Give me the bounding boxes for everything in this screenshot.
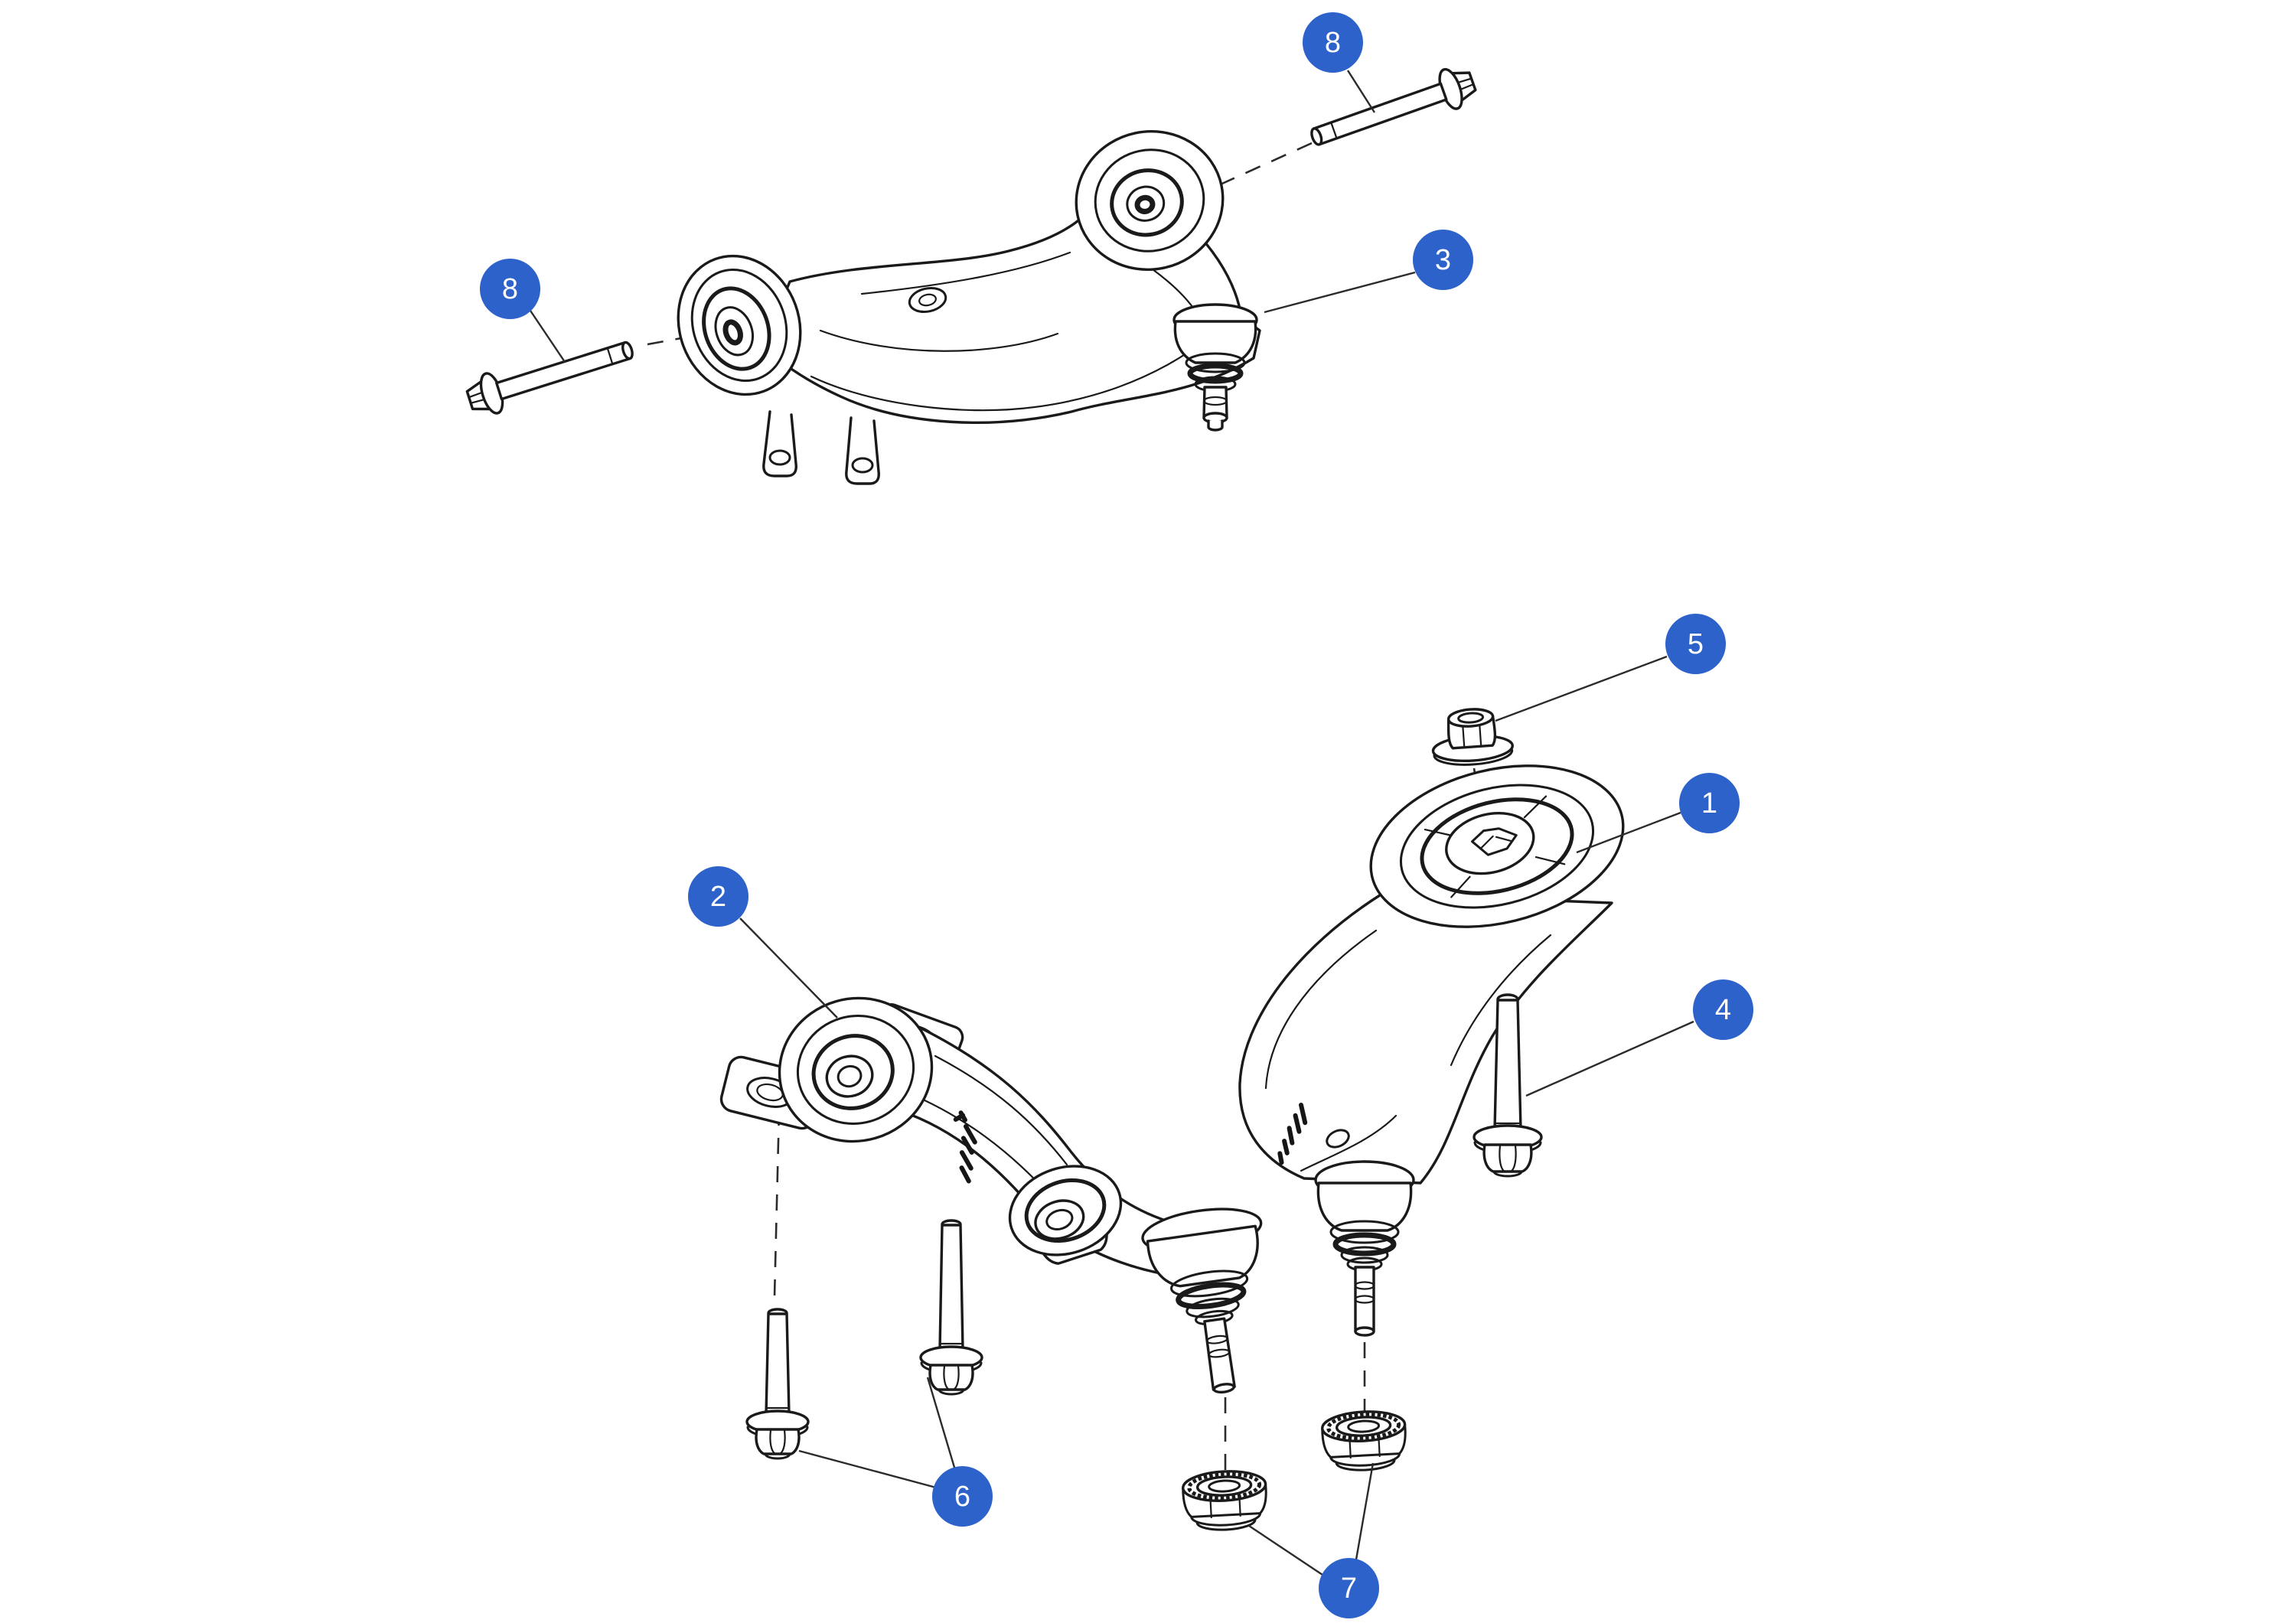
leader-line: [530, 310, 566, 363]
upper-arm-bracket-tab: [762, 410, 797, 477]
alignment-line: [773, 1109, 781, 1297]
ball-joint-nut-right: [1321, 1410, 1407, 1471]
leader-line: [739, 917, 838, 1018]
flange-nut: [1431, 708, 1514, 766]
front-lower-control-arm: [719, 996, 1263, 1394]
attachment-bolt-right: [919, 1219, 983, 1396]
leader-line: [1248, 1525, 1323, 1576]
callout-4-label: 4: [1714, 993, 1732, 1026]
callout-1[interactable]: 1: [1679, 773, 1740, 833]
callout-3[interactable]: 3: [1413, 230, 1473, 290]
callout-7-label: 7: [1340, 1572, 1358, 1605]
upper-arm-ball-joint: [1172, 303, 1258, 432]
callout-5-label: 5: [1687, 627, 1704, 660]
leader-line: [1355, 1462, 1375, 1560]
callout-5[interactable]: 5: [1665, 614, 1726, 674]
upper-arm-rear-bushing: [1075, 130, 1225, 271]
leader-line: [1576, 811, 1681, 854]
vertical-bolt: [1473, 993, 1543, 1178]
leader-lines: [530, 70, 1694, 1576]
callout-2-label: 2: [709, 880, 727, 913]
leader-line: [926, 1377, 957, 1471]
front-arm-main-bushing: [778, 996, 934, 1143]
leader-line: [1264, 271, 1416, 314]
front-arm-vertical-bushing: [1008, 1165, 1123, 1265]
upper-arm-front-bushing: [677, 254, 802, 396]
attachment-bolt-left: [745, 1308, 810, 1460]
callout-8-upper-right-label: 8: [1324, 26, 1342, 59]
rear-arm-hydro-bushing: [1369, 764, 1625, 928]
cast-marking: [953, 1110, 977, 1184]
callout-7[interactable]: 7: [1319, 1558, 1379, 1618]
ball-joint-nut-left: [1182, 1470, 1267, 1531]
callout-6-label: 6: [954, 1480, 971, 1513]
callout-3-label: 3: [1434, 243, 1452, 276]
callout-2[interactable]: 2: [688, 866, 748, 927]
leader-line: [1525, 1020, 1694, 1097]
cast-marking: [1277, 1103, 1308, 1165]
rear-arm-small-hole: [1326, 1129, 1350, 1149]
rear-arm-ball-joint: [1314, 1160, 1415, 1337]
rear-lower-control-arm: [1238, 764, 1625, 1337]
upper-arm-boss: [908, 287, 947, 313]
callout-4[interactable]: 4: [1693, 979, 1753, 1040]
upper-control-arm: [677, 130, 1261, 485]
leader-line: [798, 1449, 937, 1489]
callout-6[interactable]: 6: [932, 1466, 993, 1527]
alignment-line: [1199, 142, 1313, 195]
callout-1-label: 1: [1701, 787, 1718, 820]
pivot-bolt-upper-left: [465, 341, 634, 415]
pivot-bolt-upper-right: [1310, 67, 1477, 146]
front-arm-ball-joint: [1141, 1207, 1263, 1394]
leader-line: [1346, 70, 1376, 113]
callout-8-upper-left[interactable]: 8: [480, 259, 540, 319]
upper-arm-bracket-tab: [845, 416, 880, 485]
leader-line: [1495, 655, 1668, 722]
callout-8-upper-right[interactable]: 8: [1303, 12, 1363, 73]
callout-8-upper-left-label: 8: [501, 272, 519, 305]
